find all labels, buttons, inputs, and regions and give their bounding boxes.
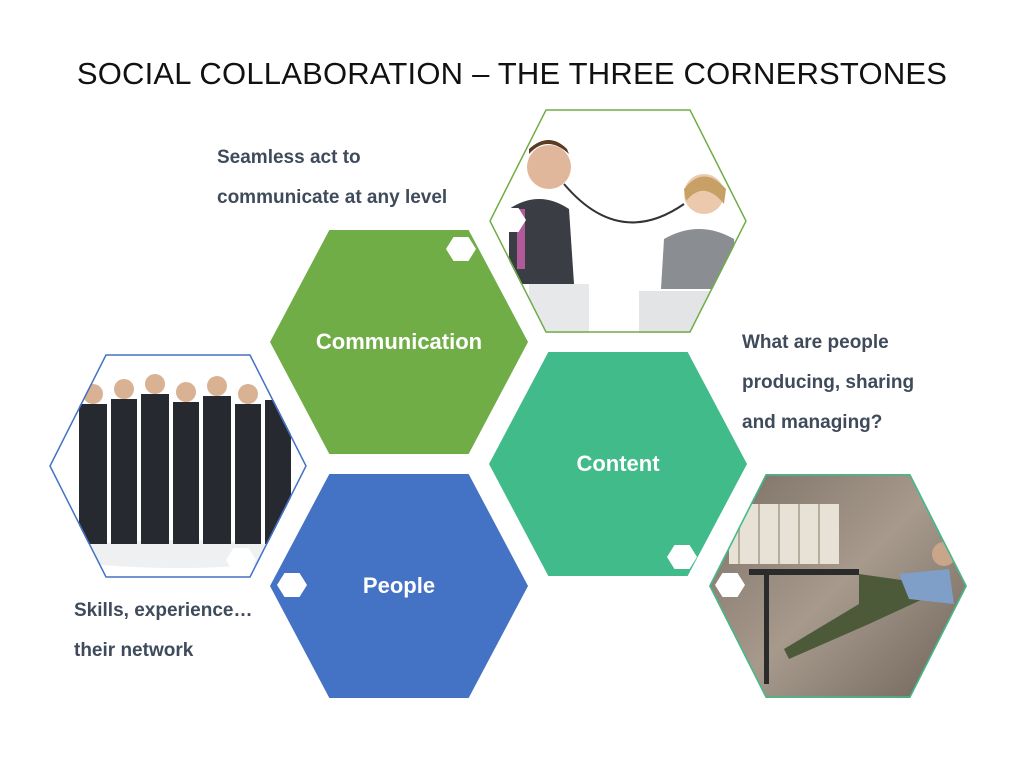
paperwork-photo <box>709 474 967 698</box>
communication-hexagon: Communication <box>270 230 528 454</box>
small-hexagon-icon <box>446 237 476 261</box>
people-hexagon: People <box>270 474 528 698</box>
business-team-photo-frame <box>49 354 307 578</box>
small-hexagon-icon <box>226 548 256 572</box>
slide-title: SOCIAL COLLABORATION – THE THREE CORNERS… <box>76 56 948 91</box>
business-team-photo <box>49 354 307 578</box>
note-line: Skills, experience… <box>74 600 253 621</box>
content-note: What are people producing, sharing and m… <box>742 323 914 443</box>
communication-note: Seamless act to communicate at any level <box>217 138 447 218</box>
phone-call-photo <box>489 109 747 333</box>
people-note: Skills, experience… their network <box>74 591 253 671</box>
communication-label: Communication <box>315 329 483 354</box>
small-hexagon-icon <box>667 545 697 569</box>
note-line: and managing? <box>742 412 883 433</box>
note-line: Seamless act to <box>217 147 361 168</box>
paperwork-photo-frame <box>709 474 967 698</box>
content-label: Content <box>576 451 660 476</box>
small-hexagon-icon <box>496 208 526 232</box>
phone-call-photo-frame <box>489 109 747 333</box>
note-line: What are people <box>742 332 889 353</box>
note-line: producing, sharing <box>742 372 915 393</box>
small-hexagon-icon <box>715 573 745 597</box>
content-hexagon: Content <box>489 352 747 576</box>
small-hexagon-icon <box>277 573 307 597</box>
people-label: People <box>362 573 436 598</box>
note-line: their network <box>74 640 194 661</box>
note-line: communicate at any level <box>217 187 448 208</box>
